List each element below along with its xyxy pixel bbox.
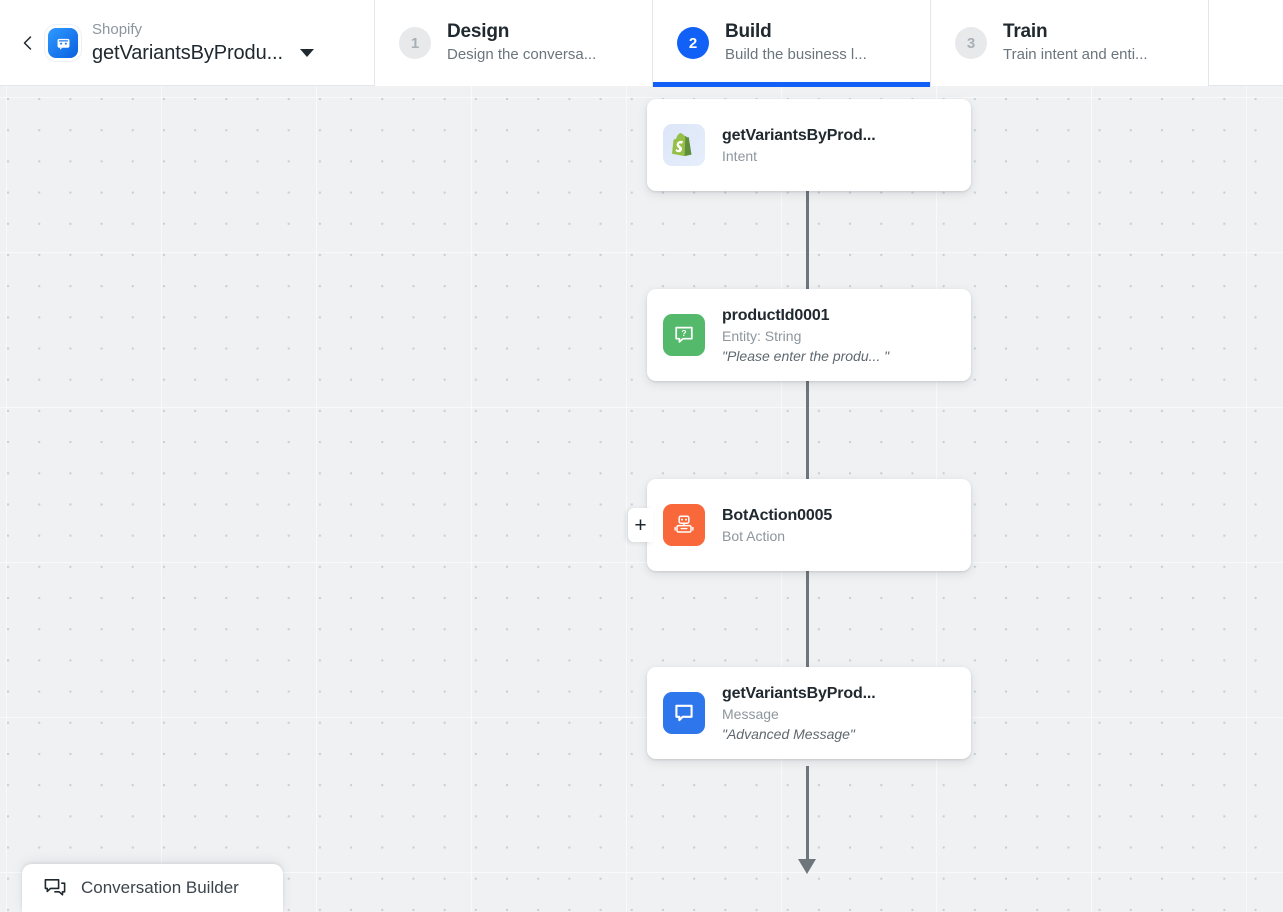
shopify-bag-icon — [663, 124, 705, 166]
message-bubble-icon — [663, 692, 705, 734]
chevron-left-icon — [19, 34, 37, 52]
connector-line-2 — [806, 380, 809, 540]
chevron-down-icon[interactable] — [299, 49, 314, 57]
step-underline-build — [653, 82, 930, 87]
conversation-builder-label: Conversation Builder — [81, 878, 239, 897]
step-badge-3: 3 — [955, 27, 987, 59]
tab-design[interactable]: 1 Design Design the conversa... — [375, 0, 653, 86]
node-subtitle: Entity: String — [722, 327, 802, 344]
step-badge-2: 2 — [677, 27, 709, 59]
node-intent[interactable]: getVariantsByProd... Intent — [647, 99, 971, 191]
node-entity[interactable]: ? productId0001 Entity: String "Please e… — [647, 289, 971, 381]
step-title-train: Train — [1003, 21, 1048, 42]
question-bubble-icon: ? — [663, 314, 705, 356]
node-title: BotAction0005 — [722, 506, 833, 524]
brand-label: Shopify — [92, 21, 143, 38]
app-header: Shopify getVariantsByProdu... 1 Design D… — [0, 0, 1283, 87]
bot-chat-logo-icon — [48, 28, 78, 58]
node-title: getVariantsByProd... — [722, 684, 876, 702]
bot-title-block: Shopify getVariantsByProdu... — [92, 20, 314, 66]
node-quote: "Please enter the produ... " — [722, 347, 890, 364]
node-bot-action[interactable]: + BotAction0005 Bot Action — [628, 479, 971, 571]
add-node-button[interactable]: + — [628, 508, 653, 542]
workflow-steps: 1 Design Design the conversa... 2 Build … — [375, 0, 1283, 87]
node-title: getVariantsByProd... — [722, 126, 876, 144]
bot-name: getVariantsByProdu... — [92, 42, 283, 64]
node-message[interactable]: getVariantsByProd... Message "Advanced M… — [647, 667, 971, 759]
connector-line-4 — [806, 766, 809, 861]
tab-train[interactable]: 3 Train Train intent and enti... — [931, 0, 1209, 86]
step-title-build: Build — [725, 21, 772, 42]
connector-line-1 — [806, 190, 809, 350]
step-badge-1: 1 — [399, 27, 431, 59]
conversation-builder-icon — [42, 875, 68, 901]
svg-text:?: ? — [681, 328, 686, 338]
step-title-design: Design — [447, 21, 510, 42]
flow-canvas[interactable]: getVariantsByProd... Intent ? productId0… — [0, 86, 1283, 912]
robot-icon — [663, 504, 705, 546]
node-subtitle: Intent — [722, 147, 758, 164]
conversation-builder-panel[interactable]: Conversation Builder — [22, 864, 283, 912]
step-subtitle-design: Design the conversa... — [447, 46, 597, 63]
tab-build[interactable]: 2 Build Build the business l... — [653, 0, 931, 87]
step-subtitle-train: Train intent and enti... — [1003, 46, 1148, 63]
node-quote: "Advanced Message" — [722, 725, 855, 742]
node-subtitle: Message — [722, 705, 779, 722]
connector-arrow-4 — [798, 859, 816, 874]
back-button[interactable] — [14, 29, 42, 57]
node-subtitle: Bot Action — [722, 527, 786, 544]
step-subtitle-build: Build the business l... — [725, 46, 867, 63]
connector-line-3 — [806, 570, 809, 730]
header-bot-identity: Shopify getVariantsByProdu... — [0, 0, 375, 86]
node-title: productId0001 — [722, 306, 830, 324]
bot-name-row[interactable]: getVariantsByProdu... — [92, 40, 314, 66]
